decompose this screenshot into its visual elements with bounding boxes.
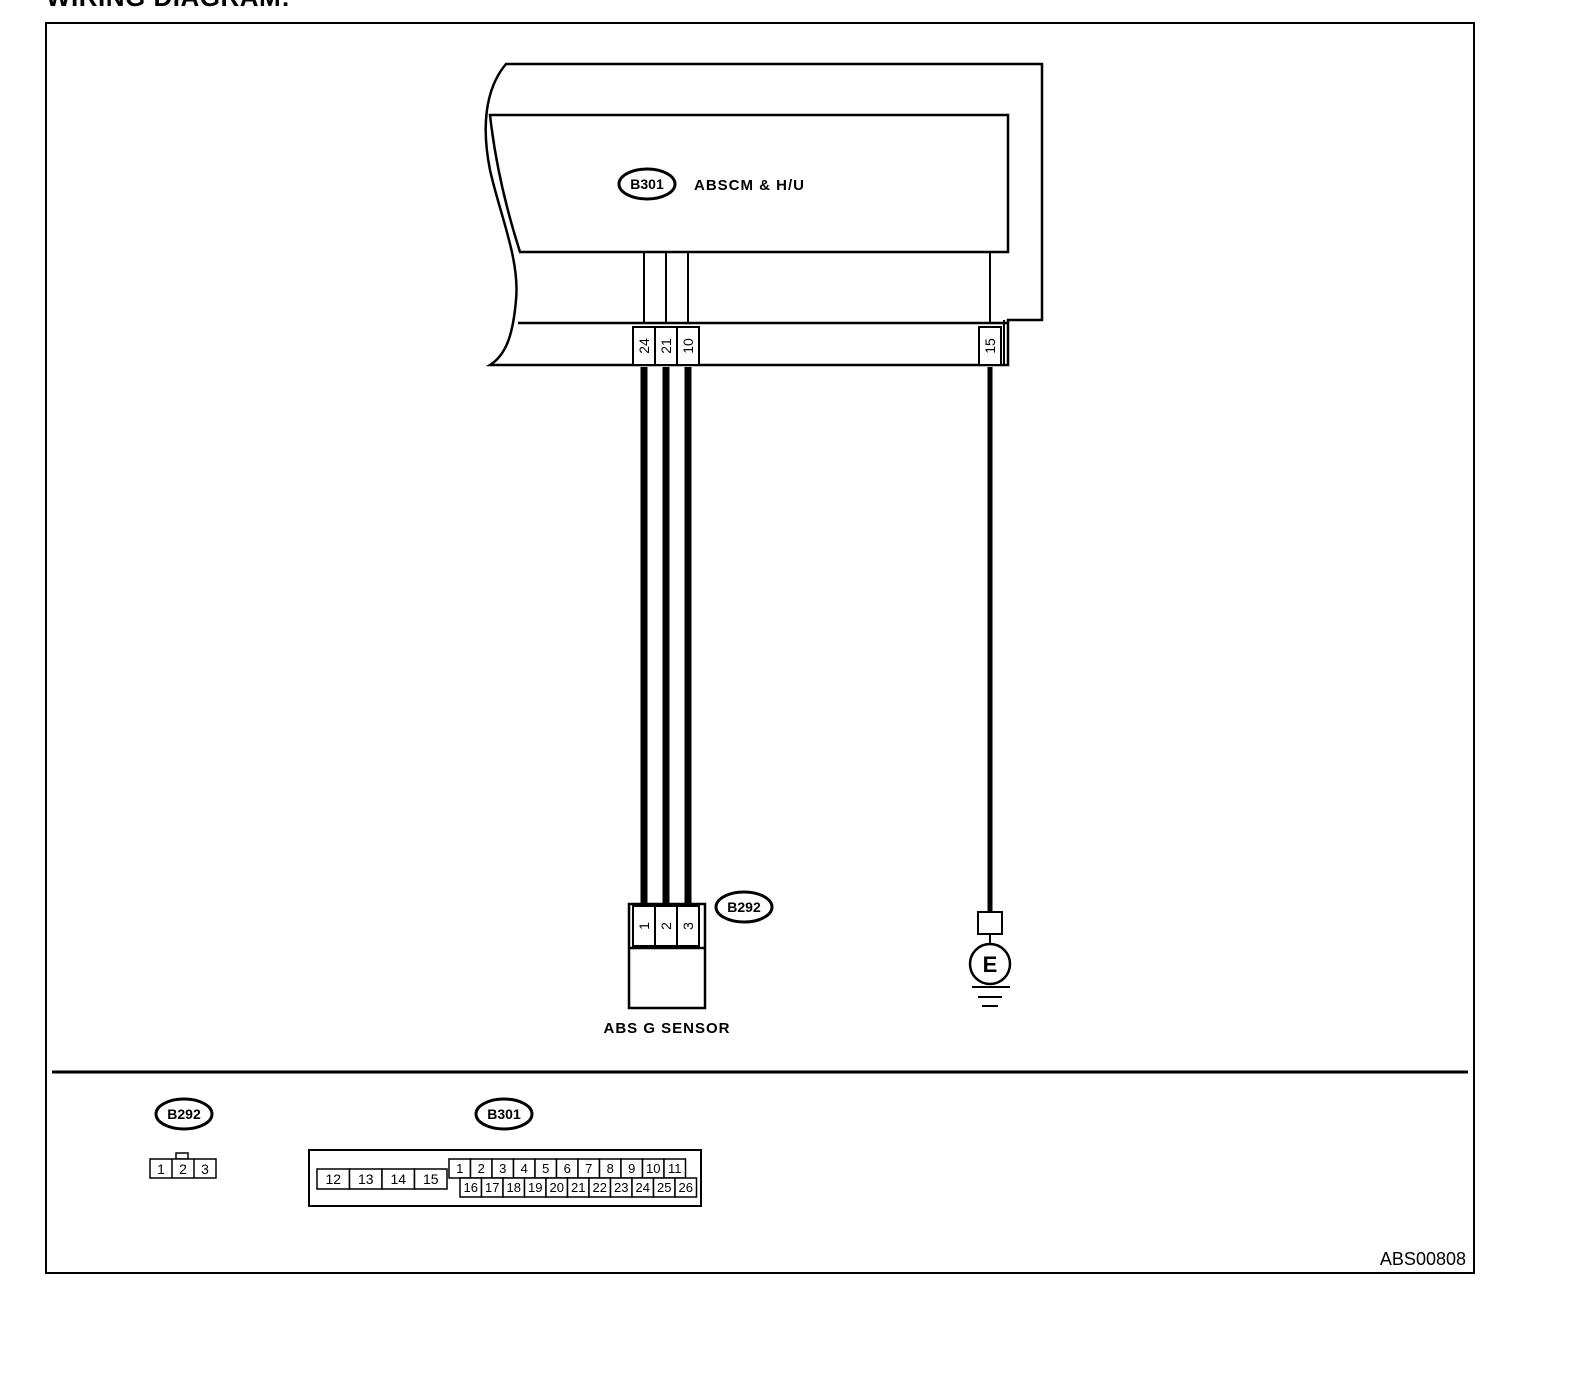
b301-view-pin-25: 25: [657, 1180, 671, 1195]
ground-symbol-label: E: [983, 952, 998, 977]
b301-view-pin-18: 18: [507, 1180, 521, 1195]
b301-badge: [617, 167, 677, 201]
b301-view-pin-15: 15: [423, 1171, 439, 1187]
b301-view-pin-24: 24: [636, 1180, 650, 1195]
diagram-frame: [45, 22, 1475, 1274]
b301-view-pin-26: 26: [679, 1180, 693, 1195]
control-unit-name: ABSCM & H/U: [694, 177, 805, 194]
sensor-name: ABS G SENSOR: [603, 1020, 730, 1037]
b301-view-pin-9: 9: [628, 1161, 635, 1176]
pin-label-21: 21: [658, 338, 674, 354]
b292-view-badge-label: B292: [167, 1106, 201, 1122]
b301-view-pin-16: 16: [464, 1180, 478, 1195]
abs-g-sensor: 1 2 3 B292 ABS G SENSOR: [603, 890, 774, 1037]
b301-view-pin-10: 10: [646, 1161, 660, 1176]
pin-label-10: 10: [680, 338, 696, 354]
b292-badge: [714, 890, 774, 924]
b301-view-pin-14: 14: [390, 1171, 406, 1187]
ground-terminal: [977, 911, 1003, 935]
control-unit: B301 ABSCM & H/U: [484, 62, 1044, 367]
sensor-pin-box-3: [676, 905, 700, 947]
pin-label-24: 24: [636, 338, 652, 354]
b292-view-pin-3: 3: [201, 1161, 209, 1177]
b292-view-body: [149, 1158, 217, 1179]
b301-view-pin-20: 20: [550, 1180, 564, 1195]
b301-view-pin-22: 22: [593, 1180, 607, 1195]
b292-view-key: [175, 1152, 189, 1160]
sensor-pin-label-2: 2: [658, 922, 674, 930]
b301-view-pin-8: 8: [607, 1161, 614, 1176]
pin-label-15: 15: [982, 338, 998, 354]
b301-view-pin-7: 7: [585, 1161, 592, 1176]
ground-symbol: E: [968, 911, 1012, 1007]
b301-view-pin-11: 11: [668, 1161, 682, 1176]
wire-harness: [640, 367, 993, 912]
sensor-pin-label-1: 1: [636, 922, 652, 930]
b301-view-pin-3: 3: [499, 1161, 506, 1176]
control-unit-pins: 24 21 10 15: [632, 326, 1002, 366]
b301-view-pin-15-box: [413, 1168, 448, 1190]
page-heading: WIRING DIAGRAM:: [46, 0, 290, 10]
b301-view-housing: [308, 1149, 702, 1207]
b301-view-pin-13: 13: [358, 1171, 374, 1187]
pin-box-10: [676, 326, 700, 366]
b301-view-pin-12: 12: [325, 1171, 341, 1187]
connector-view-b292: B292 1 2 3: [149, 1097, 217, 1179]
reference-code: ABS00808: [1380, 1249, 1466, 1269]
b301-view-pin-21: 21: [571, 1180, 585, 1195]
b301-view-pin-1: 1: [456, 1161, 463, 1176]
control-unit-outline: [484, 62, 1044, 367]
b301-view-pin-2: 2: [478, 1161, 485, 1176]
sensor-body: [627, 902, 707, 1010]
b301-view-pin-4: 4: [521, 1161, 528, 1176]
b301-badge-label: B301: [630, 176, 664, 192]
b301-view-pin-26-box: [674, 1177, 698, 1198]
control-unit-inner-panel: [488, 113, 1010, 254]
b292-badge-label: B292: [727, 899, 761, 915]
ground-circle: [968, 942, 1012, 986]
sensor-pin-label-3: 3: [680, 922, 696, 930]
pin-box-15: [978, 326, 1002, 366]
b301-view-pin-6: 6: [564, 1161, 571, 1176]
b301-view-pin-17: 17: [485, 1180, 499, 1195]
b301-view-pin-5: 5: [542, 1161, 549, 1176]
b301-view-badge: [474, 1097, 534, 1131]
b301-view-pin-23: 23: [614, 1180, 628, 1195]
b292-view-pin-2: 2: [179, 1161, 187, 1177]
b301-view-badge-label: B301: [487, 1106, 521, 1122]
b292-view-badge: [154, 1097, 214, 1131]
b292-view-pin-1: 1: [157, 1161, 165, 1177]
b301-view-pin-19: 19: [528, 1180, 542, 1195]
